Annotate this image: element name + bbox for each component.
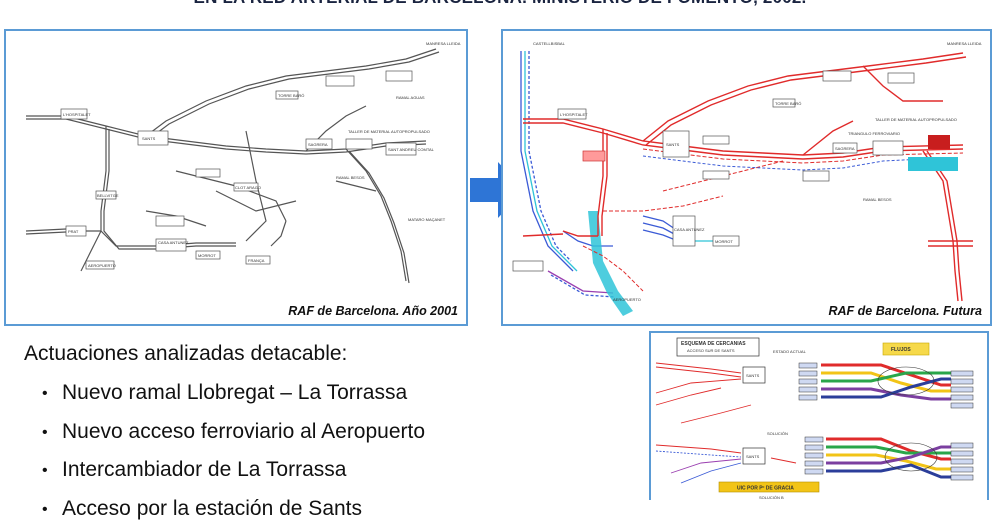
right-label-sants: SANTS	[666, 142, 680, 147]
list-item: •Intercambiador de La Torrassa	[42, 451, 425, 490]
right-label-torre-baro: TORRE BARÓ	[775, 101, 801, 106]
right-label-aeropuerto: AEROPUERTO	[613, 297, 641, 302]
list-item: •Acceso por la estación de Sants	[42, 490, 425, 529]
actions-heading: Actuaciones analizadas detacable:	[24, 342, 347, 366]
list-item-text: Nuevo ramal Llobregat – La Torrassa	[62, 381, 407, 404]
left-label-sagrera: SAGRERA	[308, 142, 328, 147]
current-network-diagram: SANTS SAGRERA CASA ANTUNEZ MORROT PRAT A…	[6, 31, 466, 324]
left-label-franca: FRANÇA	[248, 258, 265, 263]
cercanias-scheme-panel: ESQUEMA DE CERCANIAS ACCESO SUR DE SANTS…	[649, 331, 989, 500]
future-network-diagram: SANTS SAGRERA CASA ANTUNEZ MORROT L'HOSP…	[503, 31, 990, 324]
left-label-torre-baro: TORRE BARÓ	[278, 93, 304, 98]
bullet-icon: •	[42, 452, 62, 491]
slide-title: EN LA RED ARTERIAL DE BARCELONA. MINISTE…	[0, 0, 1000, 8]
bullet-icon: •	[42, 375, 62, 414]
scheme-title: ESQUEMA DE CERCANIAS	[681, 341, 746, 347]
left-label-morrot: MORROT	[198, 253, 216, 258]
left-label-clot: CLOT ARAGO	[235, 185, 261, 190]
left-label-hospitalet: L'HOSPITALET	[63, 112, 91, 117]
left-panel-caption: RAF de Barcelona. Año 2001	[288, 304, 458, 318]
scheme-uic-label: UIC POR Pº DE GRACIA	[737, 486, 794, 492]
left-label-sant-andreu: SANT ANDREU COMTAL	[388, 147, 435, 152]
right-label-castelldefels: CASTELLBISBAL	[533, 41, 566, 46]
list-item: •Nuevo acceso ferroviario al Aeropuerto	[42, 413, 425, 452]
right-label-transversal: TRIANGULO FERROVIARIO	[848, 131, 900, 136]
right-label-hospitalet: L'HOSPITALET	[560, 112, 588, 117]
scheme-solucion-b-label: SOLUCIÓN B	[759, 495, 784, 500]
scheme-solucion-label: SOLUCIÓN	[767, 431, 788, 436]
right-network-panel: SANTS SAGRERA CASA ANTUNEZ MORROT L'HOSP…	[501, 29, 992, 326]
left-label-taller: TALLER DE MATERIAL AUTOPROPULSADO	[348, 129, 430, 134]
cercanias-scheme-diagram: ESQUEMA DE CERCANIAS ACCESO SUR DE SANTS…	[651, 333, 987, 502]
scheme-flujos-label: FLUJOS	[891, 347, 911, 353]
scheme-estado-label: ESTADO ACTUAL	[773, 349, 807, 354]
right-label-ramal-besos: RAMAL BESOS	[863, 197, 892, 202]
left-label-prat: PRAT	[68, 229, 79, 234]
scheme-sants-bottom: SANTS	[746, 454, 760, 459]
left-network-panel: SANTS SAGRERA CASA ANTUNEZ MORROT PRAT A…	[4, 29, 468, 326]
left-label-ramal-aguas: RAMAL AGUAS	[396, 95, 425, 100]
left-label-manresa: MANRESA LLEIDA	[426, 41, 461, 46]
right-panel-caption: RAF de Barcelona. Futura	[829, 304, 983, 318]
bullet-icon: •	[42, 491, 62, 529]
right-label-manresa: MANRESA LLEIDA	[947, 41, 982, 46]
right-label-taller: TALLER DE MATERIAL AUTOPROPULSADO	[875, 117, 957, 122]
left-label-ramal-besos: RAMAL BESOS	[336, 175, 365, 180]
right-label-morrot: MORROT	[715, 239, 733, 244]
list-item: •Nuevo ramal Llobregat – La Torrassa	[42, 374, 425, 413]
left-label-aeropuerto: AEROPUERTO	[88, 263, 116, 268]
left-label-casa-antunez: CASA ANTUNEZ	[158, 240, 189, 245]
right-label-casa-antunez: CASA ANTUNEZ	[674, 227, 705, 232]
left-label-sants: SANTS	[142, 136, 156, 141]
list-item-text: Nuevo acceso ferroviario al Aeropuerto	[62, 420, 425, 443]
right-label-sagrera: SAGRERA	[835, 146, 855, 151]
bullet-icon: •	[42, 414, 62, 453]
scheme-sants-top: SANTS	[746, 373, 760, 378]
actions-list: •Nuevo ramal Llobregat – La Torrassa •Nu…	[42, 374, 425, 528]
scheme-subtitle: ACCESO SUR DE SANTS	[687, 348, 735, 353]
left-label-bellvitge: BELLVITGE	[97, 193, 119, 198]
left-label-mataro: MATARO MAÇANET	[408, 217, 446, 222]
list-item-text: Intercambiador de La Torrassa	[62, 458, 346, 481]
